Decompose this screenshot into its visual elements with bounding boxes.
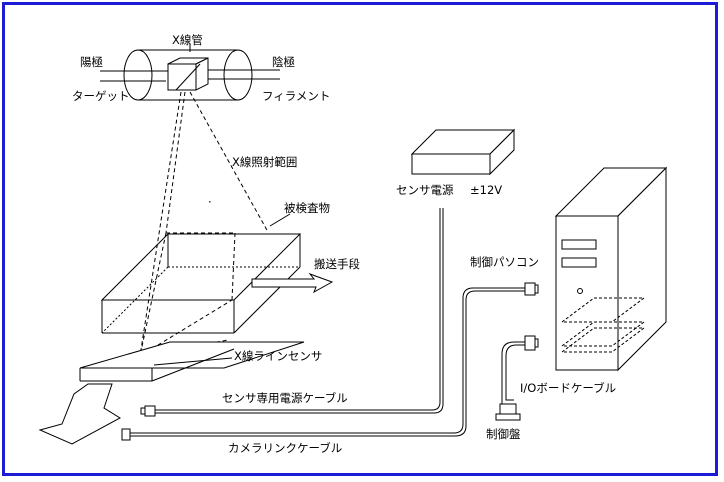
beam-dot: · (208, 195, 212, 209)
xray-tube (100, 49, 280, 101)
label-sensor-power-supply: センサ電源 (396, 183, 454, 197)
label-conveyor: 搬送手段 (314, 257, 360, 271)
label-line-sensor: X線ラインセンサ (234, 349, 322, 363)
label-io-board-cable: I/Oボードケーブル (520, 381, 616, 395)
label-camera-link-cable: カメラリンクケーブル (228, 441, 342, 455)
label-control-panel: 制御盤 (486, 427, 521, 441)
control-pc (554, 166, 668, 372)
io-board-cable (495, 335, 539, 421)
label-anode: 陽極 (80, 55, 103, 69)
inspected-object (100, 233, 302, 334)
sensor-power-supply (410, 128, 516, 176)
xray-beam (139, 91, 269, 357)
conveyor-arrow-left (38, 383, 121, 445)
sensor-power-cable (140, 208, 444, 417)
label-target: ターゲット (72, 89, 130, 103)
label-voltage: ±12V (470, 183, 502, 197)
camera-link-cable (121, 282, 539, 441)
label-filament: フィラメント (262, 89, 330, 103)
label-xray-tube: X線管 (172, 33, 203, 47)
label-sensor-power-cable: センサ専用電源ケーブル (222, 391, 348, 405)
label-irradiation-range: X線照射範囲 (232, 155, 297, 169)
line-sensor (79, 341, 305, 382)
conveyor-arrow (251, 272, 334, 294)
label-control-pc: 制御パソコン (470, 255, 539, 269)
label-inspected-object: 被検査物 (284, 201, 330, 215)
label-cathode: 陰極 (272, 55, 295, 69)
